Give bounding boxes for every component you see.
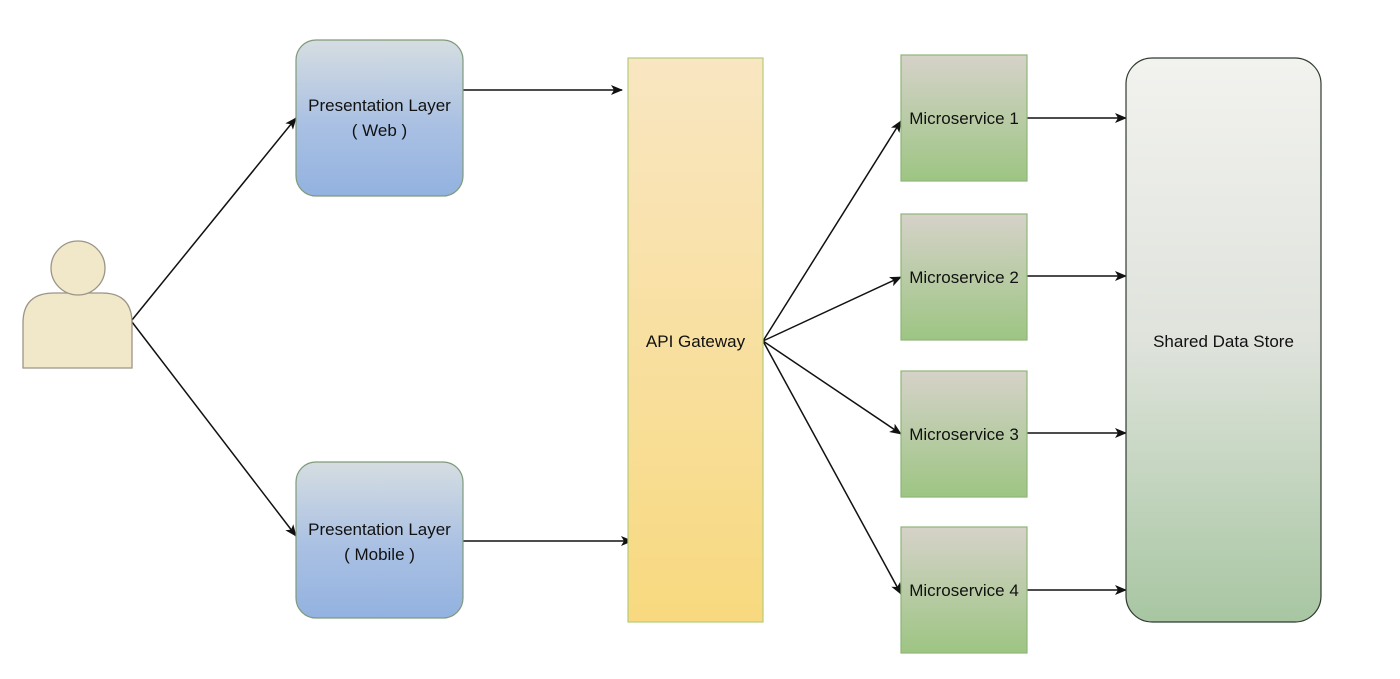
presentation-web-subtitle: ( Web ) (352, 121, 407, 140)
presentation-web-node: Presentation Layer ( Web ) (295, 39, 464, 197)
microservice-2-label: Microservice 2 (909, 268, 1019, 287)
microservice-1-label: Microservice 1 (909, 109, 1019, 128)
microservice-4-node: Microservice 4 (900, 526, 1028, 654)
edge-gateway-to-ms3 (762, 340, 902, 435)
shared-data-store-label: Shared Data Store (1153, 332, 1294, 351)
edge-gateway-to-ms1 (762, 120, 902, 342)
shared-data-store-node: Shared Data Store (1125, 57, 1322, 623)
edge-gateway-to-ms4 (762, 340, 902, 595)
presentation-mobile-node: Presentation Layer ( Mobile ) (295, 461, 464, 619)
edge-user-to-web (131, 117, 297, 321)
edge-user-to-mobile (131, 321, 297, 537)
microservice-2-node: Microservice 2 (900, 213, 1028, 341)
presentation-mobile-subtitle: ( Mobile ) (344, 545, 415, 564)
presentation-web-title: Presentation Layer (308, 96, 451, 115)
api-gateway-node: API Gateway (627, 57, 764, 623)
microservice-4-label: Microservice 4 (909, 581, 1019, 600)
microservice-3-node: Microservice 3 (900, 370, 1028, 498)
presentation-mobile-title: Presentation Layer (308, 520, 451, 539)
microservice-1-node: Microservice 1 (900, 54, 1028, 182)
microservice-3-label: Microservice 3 (909, 425, 1019, 444)
api-gateway-label: API Gateway (646, 332, 746, 351)
user-icon (22, 240, 133, 369)
edges (131, 85, 1127, 595)
edge-gateway-to-ms2 (762, 276, 902, 342)
